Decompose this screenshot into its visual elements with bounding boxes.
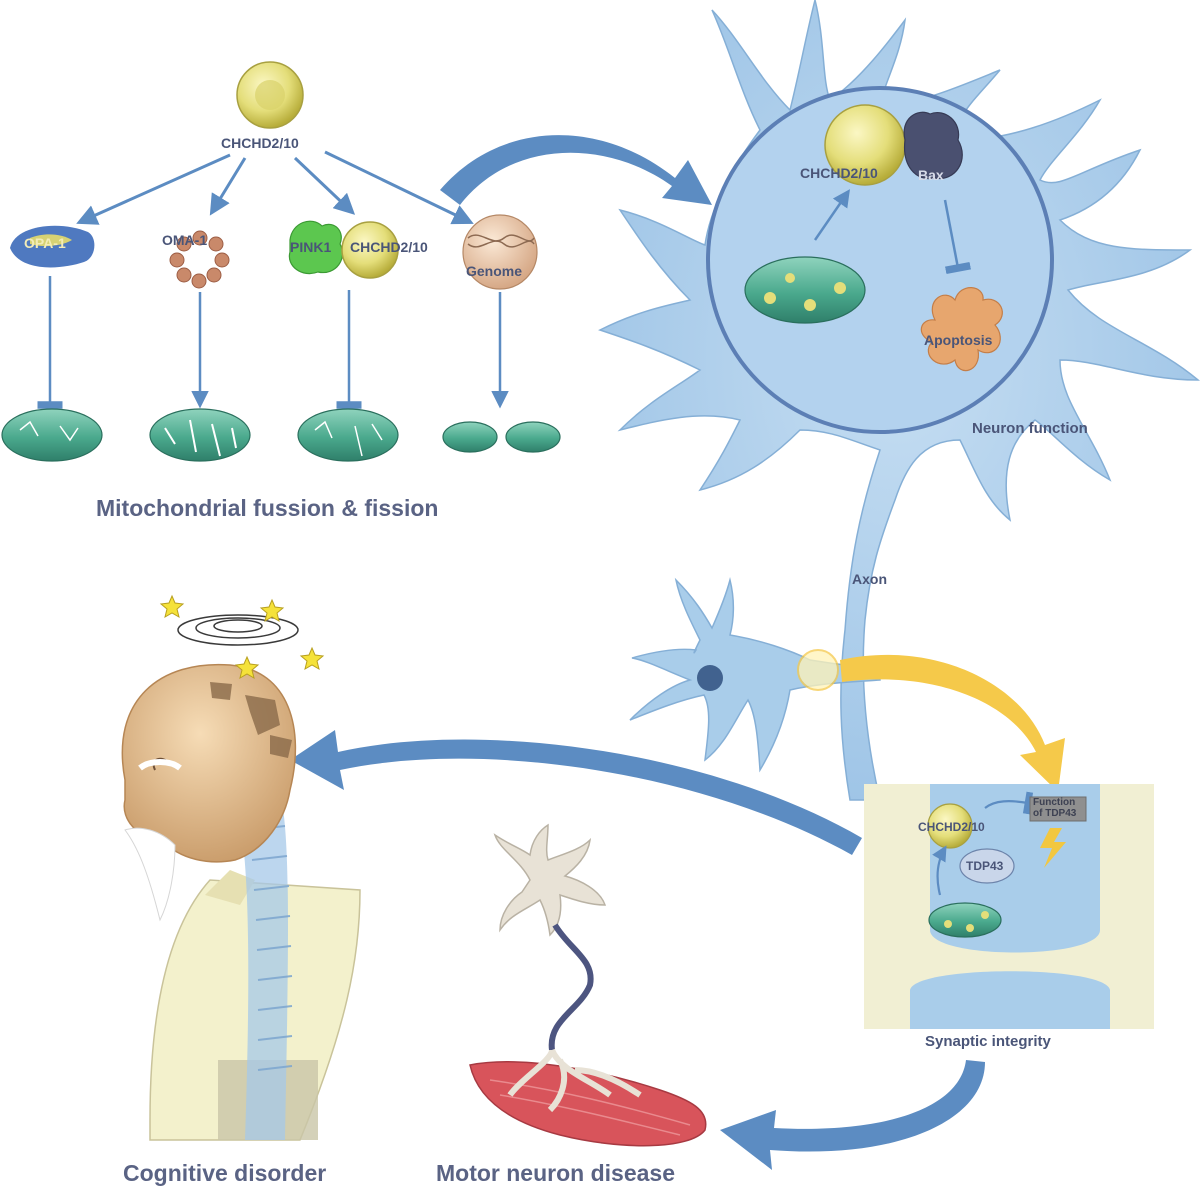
oma1-complex-icon: [169, 230, 230, 289]
pathway-arrows: [37, 276, 509, 409]
arrow-to-motor-disease: [720, 1060, 985, 1170]
label-axon: Axon: [852, 571, 887, 587]
mitochondrion-icon: [442, 421, 561, 453]
label-function-of-tdp43: Function of TDP43: [1033, 797, 1077, 819]
apoptotic-body-icon: [920, 287, 1003, 372]
tdp43-protein-icon: [959, 848, 1015, 884]
arrow-to-synapse: [840, 654, 1065, 792]
neuron-icon: [629, 577, 881, 773]
arrow-mito-to-chchd: [813, 189, 850, 241]
label-tdp43: TDP43: [966, 859, 1004, 873]
person-icon: [121, 663, 361, 1141]
label-neuron-function: Neuron function: [972, 420, 1088, 437]
mitochondrion-icon: [928, 902, 1002, 938]
label-genome: Genome: [466, 263, 523, 279]
inhibit-tdp43-function: [984, 791, 1034, 815]
inhibit-bax-apoptosis: [943, 199, 971, 275]
lightning-icon: [1040, 828, 1066, 868]
mitochondrion-icon: [149, 408, 251, 462]
mitochondrion-icon: [1, 408, 103, 462]
opa1-protein-icon: [10, 225, 95, 268]
label-opa1: OPA-1: [24, 235, 66, 251]
label-chchd2-10-synapse: CHCHD2/10: [918, 820, 985, 834]
synapse-highlight: [797, 649, 839, 691]
label-oma1: OMA-1: [162, 232, 208, 248]
bax-protein-icon: [903, 111, 963, 180]
caption-synaptic-integrity: Synaptic integrity: [925, 1033, 1051, 1050]
caption-cognitive-disorder: Cognitive disorder: [123, 1160, 327, 1186]
label-apoptosis: Apoptosis: [924, 332, 993, 348]
mito-panel: [1, 61, 561, 462]
function-of-tdp43-box: [1029, 796, 1087, 822]
arrow-mito-to-chchd-synapse: [932, 845, 947, 896]
synapse-panel: [864, 784, 1154, 1029]
mitochondrion-icon: [744, 256, 866, 324]
chchd2-10-protein-icon: [927, 803, 973, 849]
label-chchd2-10-neuron: CHCHD2/10: [800, 165, 878, 181]
chchd2-10-protein-icon: [236, 61, 304, 129]
label-bax: Bax: [918, 167, 944, 183]
caption-motor-neuron-disease: Motor neuron disease: [436, 1160, 675, 1186]
label-chchd2-10-partner: CHCHD2/10: [350, 239, 428, 255]
label-chchd2-10-top: CHCHD2/10: [221, 135, 299, 151]
dizzy-stars-icon: [159, 594, 325, 680]
motor-neuron-icon: [493, 823, 642, 1113]
muscle-icon: [469, 1061, 707, 1147]
arrow-to-cognitive-disorder: [290, 730, 862, 855]
genome-icon: [462, 214, 538, 290]
branch-arrows: [76, 150, 474, 225]
pink1-protein-icon: [288, 220, 344, 275]
arrow-to-neuron: [440, 135, 712, 205]
label-pink1: PINK1: [290, 239, 332, 255]
caption-mitochondrial: Mitochondrial fussion & fission: [96, 495, 439, 521]
mitochondrion-icon: [297, 408, 399, 462]
chchd2-10-protein-icon: [341, 221, 399, 279]
